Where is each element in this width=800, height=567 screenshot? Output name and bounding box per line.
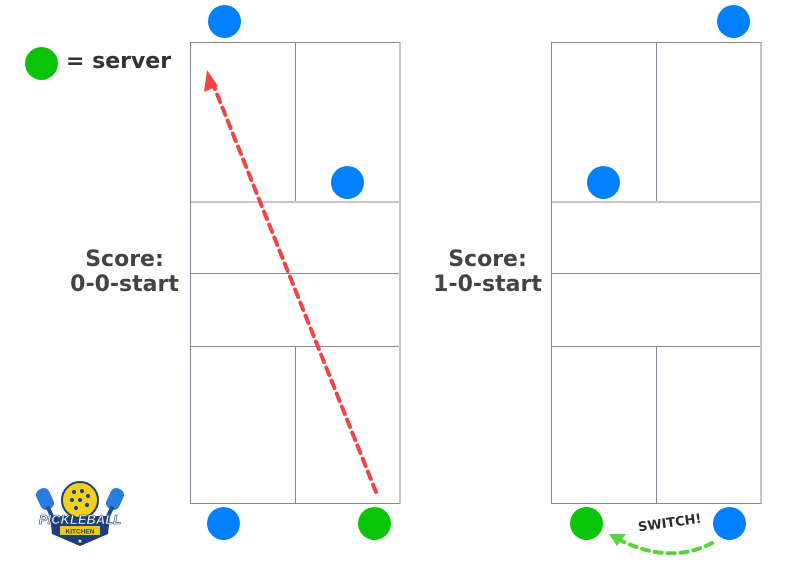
legend-server-dot — [25, 47, 58, 80]
player-top-left-kitchen — [587, 166, 620, 199]
center-line-bottom — [656, 346, 657, 504]
player-top-right-kitchen — [331, 166, 364, 199]
player-bottom-left — [207, 507, 240, 540]
kitchen-line-top — [552, 201, 760, 203]
server-bottom-right — [358, 507, 391, 540]
center-line-top — [656, 43, 657, 201]
score-left: Score: 0-0-start — [62, 247, 187, 297]
player-bottom-right — [713, 507, 746, 540]
logo-title: PICKLEBALL — [39, 512, 121, 527]
paddle-right-icon — [105, 488, 125, 519]
switch-arrow-icon — [609, 534, 714, 556]
player-top-left — [208, 5, 241, 38]
score-value: 1-0-start — [433, 272, 542, 297]
net-line — [552, 273, 760, 274]
legend-label: = server — [66, 49, 172, 74]
score-value: 0-0-start — [70, 272, 179, 297]
score-title: Score: — [448, 247, 527, 272]
score-right: Score: 1-0-start — [425, 247, 550, 297]
player-top-right — [717, 5, 750, 38]
star-icon: ★ — [77, 538, 82, 545]
paddle-left-icon — [35, 488, 55, 519]
ball-icon — [61, 481, 99, 519]
score-title: Score: — [85, 247, 164, 272]
logo-subtitle: KITCHEN — [66, 529, 95, 536]
court-left — [190, 42, 401, 504]
net-line — [191, 273, 399, 274]
center-line-top — [295, 43, 296, 201]
server-bottom-left — [570, 507, 603, 540]
court-right — [551, 42, 762, 504]
kitchen-line-top — [191, 201, 399, 203]
center-line-bottom — [295, 346, 296, 504]
serve-arrow-icon — [204, 70, 378, 494]
pickleball-kitchen-logo: PICKLEBALL KITCHEN ★ — [35, 481, 125, 546]
